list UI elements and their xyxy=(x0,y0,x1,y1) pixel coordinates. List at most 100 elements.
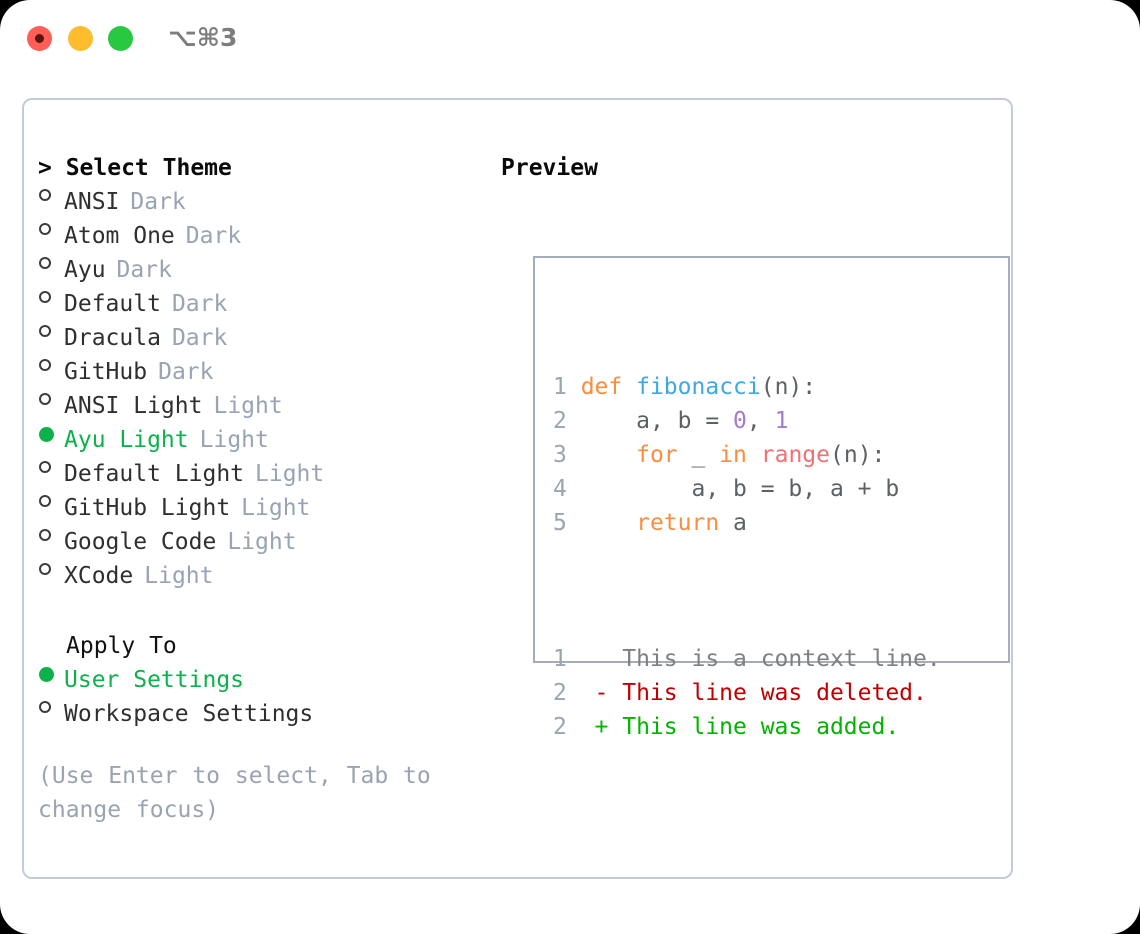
diff-line: 1 This is a context line. xyxy=(553,642,941,676)
line-number: 4 xyxy=(553,476,581,502)
theme-variant-badge: Dark xyxy=(171,291,228,317)
theme-variant-badge: Dark xyxy=(185,223,242,249)
code-line: 5 return a xyxy=(553,506,941,540)
theme-name: GitHub xyxy=(64,359,148,385)
code-line: 3 for _ in range(n): xyxy=(553,438,941,472)
theme-variant-badge: Light xyxy=(199,427,269,453)
keyboard-hint-text: (Use Enter to select, Tab to change focu… xyxy=(38,763,431,823)
radio-mark xyxy=(39,189,51,201)
line-number: 2 xyxy=(553,714,595,740)
code-token: in xyxy=(719,442,747,468)
apply-to-label: Workspace Settings xyxy=(64,701,314,727)
line-number: 1 xyxy=(553,374,581,400)
apply-to-item[interactable]: Workspace Settings xyxy=(38,697,478,731)
code-line: 1 def fibonacci(n): xyxy=(553,370,941,404)
apply-to-item[interactable]: User Settings xyxy=(38,663,478,697)
radio-mark xyxy=(39,461,51,473)
theme-list-item[interactable]: GitHub Dark xyxy=(38,355,478,389)
radio-mark xyxy=(39,359,51,371)
code-token: (n): xyxy=(760,374,817,400)
code-token: a, b = b, a + b xyxy=(691,476,900,502)
theme-variant-badge: Light xyxy=(213,393,283,419)
theme-list-item[interactable]: Ayu Dark xyxy=(38,253,478,287)
code-token: def xyxy=(580,374,623,400)
minimize-window-dot[interactable] xyxy=(68,26,93,51)
keyboard-shortcut-label: ⌥⌘3 xyxy=(168,23,238,52)
preview-heading: Preview xyxy=(501,155,598,181)
theme-variant-badge: Light xyxy=(227,529,297,555)
page-title: > Select Theme xyxy=(38,155,232,181)
apply-to-label: User Settings xyxy=(64,667,245,693)
theme-variant-badge: Dark xyxy=(158,359,214,385)
diff-line: 2 - This line was deleted. xyxy=(553,676,941,710)
theme-name: Atom One xyxy=(64,223,175,249)
theme-list-item[interactable]: Google Code Light xyxy=(38,525,478,559)
diff-sample: 1 This is a context line.2 - This line w… xyxy=(553,642,941,744)
code-token: (n): xyxy=(830,442,886,468)
theme-name: ANSI xyxy=(64,189,120,215)
apply-to-heading: Apply To xyxy=(66,633,177,659)
code-token: _ xyxy=(677,442,720,468)
radio-mark xyxy=(39,701,51,713)
code-indent xyxy=(581,476,692,502)
theme-variant-badge: Light xyxy=(144,563,214,589)
theme-name: Default Light xyxy=(64,461,245,487)
code-token: a, b = xyxy=(636,408,734,434)
preview-box: 1 def fibonacci(n): 2 a, b = 0, 1 3 for _ … xyxy=(533,256,1010,740)
theme-name: Ayu xyxy=(64,257,106,283)
code-line: 4 a, b = b, a + b xyxy=(553,472,941,506)
radio-mark xyxy=(39,393,51,405)
theme-name: Default xyxy=(64,291,161,317)
code-token: range xyxy=(760,442,830,468)
theme-name: Google Code xyxy=(64,529,217,555)
radio-mark xyxy=(39,427,54,442)
preview-content: 1 def fibonacci(n): 2 a, b = 0, 1 3 for _ … xyxy=(553,302,941,812)
diff-line: 2 + This line was added. xyxy=(553,710,941,744)
code-sample: 1 def fibonacci(n): 2 a, b = 0, 1 3 for _ … xyxy=(553,370,941,540)
radio-mark xyxy=(39,223,51,235)
line-number: 1 xyxy=(553,646,595,672)
code-token: a xyxy=(719,510,747,536)
close-window-dot[interactable] xyxy=(27,26,52,51)
line-number: 5 xyxy=(553,510,581,536)
hint-spacer xyxy=(38,731,478,759)
radio-mark xyxy=(39,529,51,541)
theme-list-item[interactable]: XCode Light xyxy=(38,559,478,593)
theme-list-item[interactable]: ANSI Dark xyxy=(38,185,478,219)
theme-name: XCode xyxy=(64,563,134,589)
theme-name: Dracula xyxy=(64,325,161,351)
code-indent xyxy=(581,510,636,536)
maximize-window-dot[interactable] xyxy=(108,26,133,51)
theme-variant-badge: Dark xyxy=(116,257,172,283)
diff-text: + This line was added. xyxy=(594,714,900,740)
code-token: 0 xyxy=(733,408,747,434)
theme-variant-badge: Light xyxy=(241,495,311,521)
code-indent xyxy=(581,442,636,468)
title-bar: ⌥⌘3 xyxy=(0,0,1140,78)
theme-list-item[interactable]: ANSI Light Light xyxy=(38,389,478,423)
theme-list-item[interactable]: Atom One Dark xyxy=(38,219,478,253)
theme-variant-badge: Dark xyxy=(130,189,186,215)
theme-list-item[interactable]: Default Dark xyxy=(38,287,478,321)
code-token: , xyxy=(746,408,775,434)
diff-text: This is a context line. xyxy=(594,646,941,672)
preview-column: Preview 1 def fibonacci(n): 2 a, b = 0, 1… xyxy=(501,151,1010,740)
radio-mark xyxy=(39,495,51,507)
section-spacer xyxy=(38,593,478,629)
radio-mark xyxy=(39,291,51,303)
line-number: 2 xyxy=(553,408,581,434)
code-indent xyxy=(581,408,636,434)
theme-name: ANSI Light xyxy=(64,393,203,419)
code-token xyxy=(747,442,761,468)
diff-text: - This line was deleted. xyxy=(594,680,927,706)
line-number: 3 xyxy=(553,442,581,468)
